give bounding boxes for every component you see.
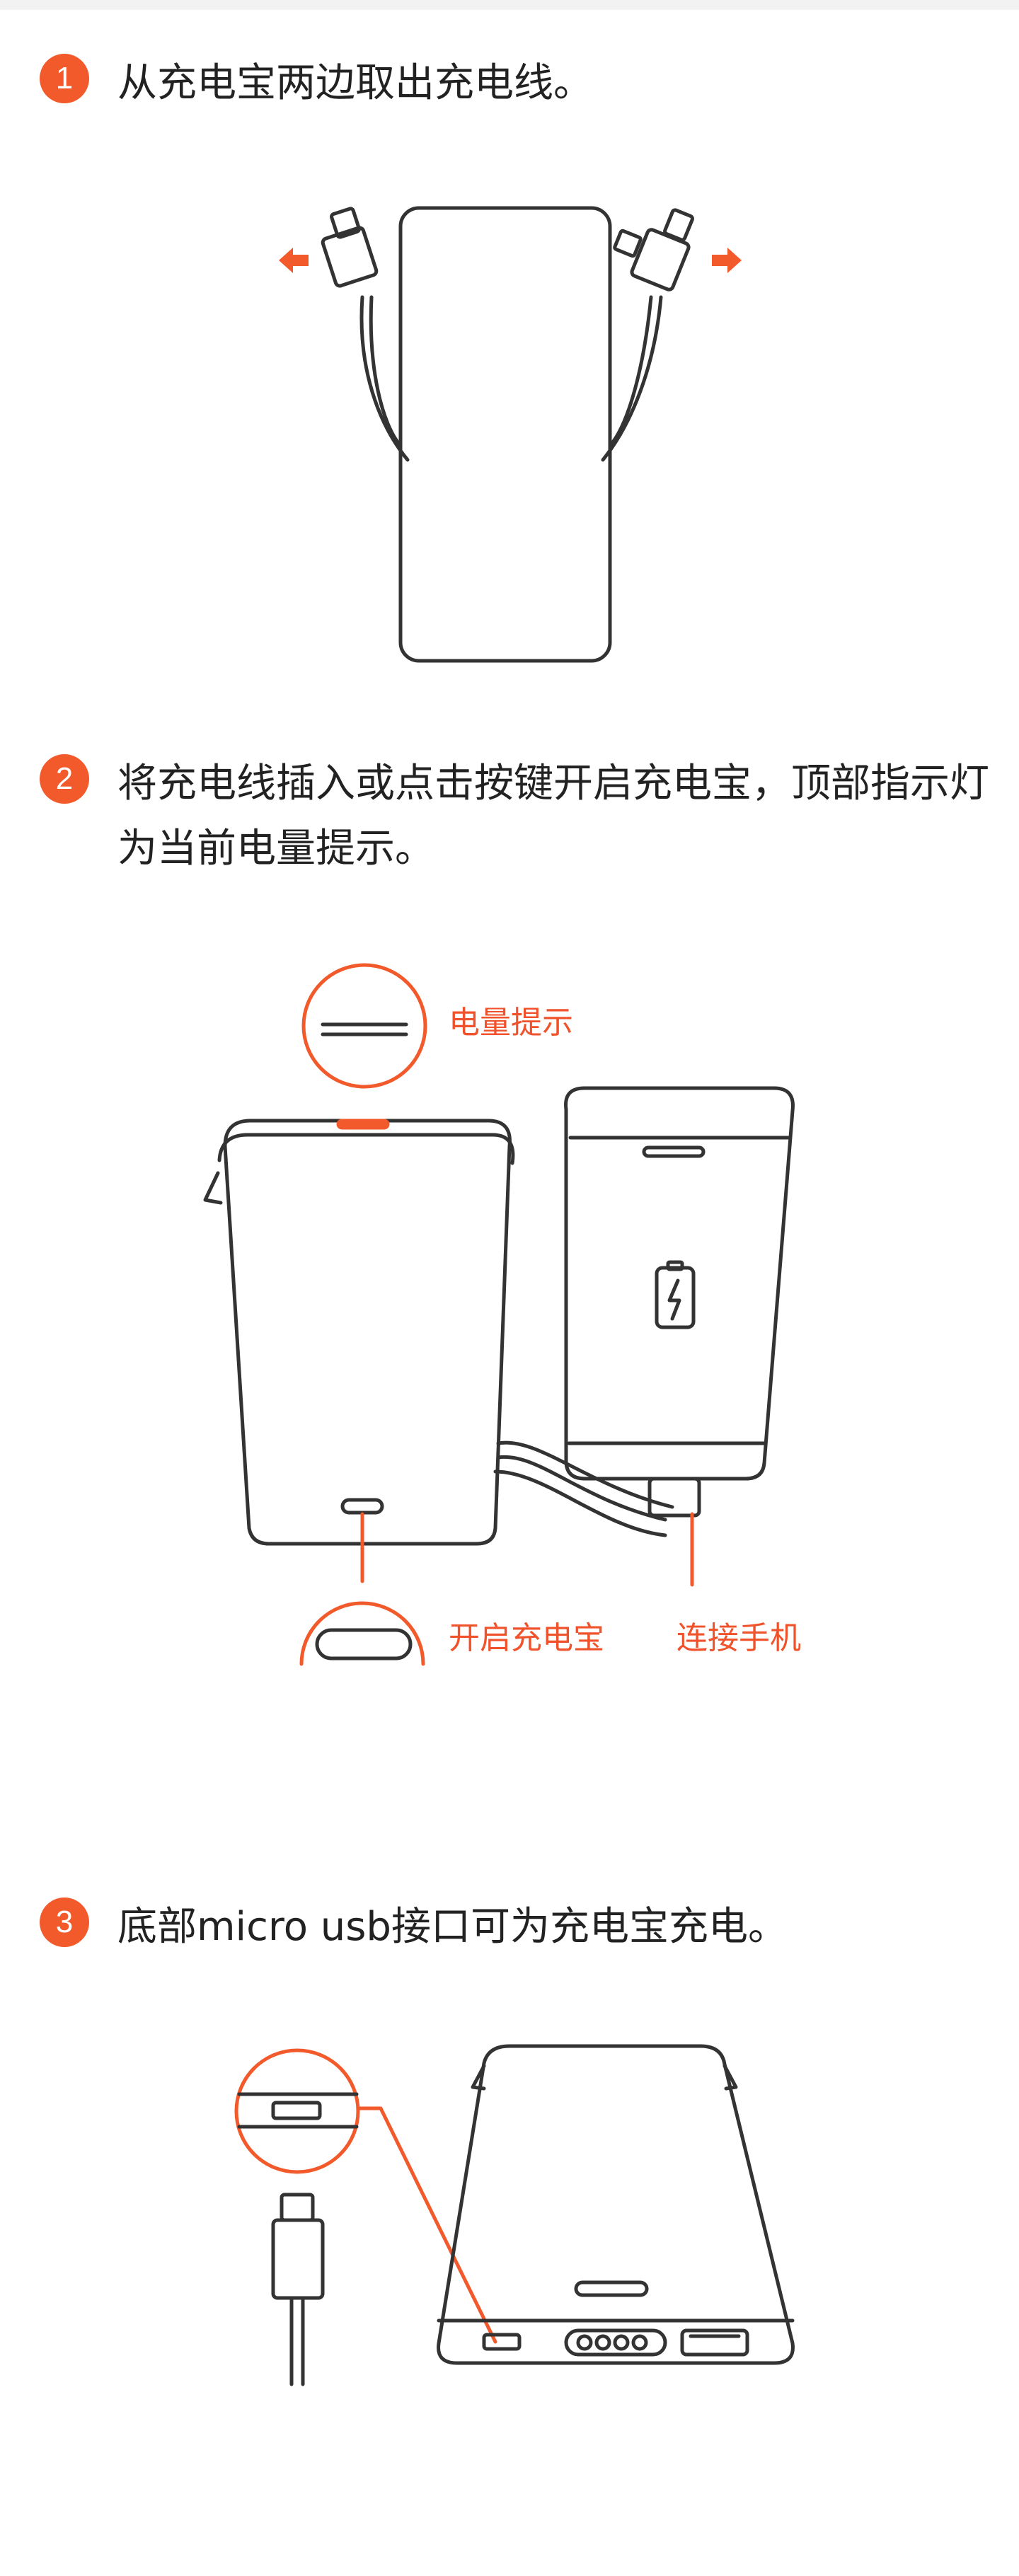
power-bank-body <box>398 206 612 663</box>
pogo-pins <box>564 2328 667 2357</box>
power-button-zoomed <box>315 1628 413 1660</box>
step-2: 2 将充电线插入或点击按键开启充电宝，顶部指示灯为当前电量提示。 <box>40 751 995 882</box>
step-number-badge: 3 <box>40 1898 89 1947</box>
right-arrow-icon <box>712 248 742 273</box>
indicator-light <box>336 1119 390 1130</box>
micro-usb-port-zoomed <box>271 2101 322 2120</box>
phone-earpiece <box>642 1145 706 1158</box>
battery-charging-icon <box>655 1266 696 1329</box>
power-bank-body <box>437 2044 795 2365</box>
micro-usb-illustration <box>234 2044 795 2386</box>
phone-body <box>564 1086 795 1481</box>
top-divider <box>0 0 1019 10</box>
power-button <box>574 2280 649 2297</box>
power-button-zoom-circle <box>299 1601 425 1666</box>
step-3: 3 底部micro usb接口可为充电宝充电。 <box>40 1895 995 1960</box>
pull-out-cables-illustration <box>279 206 742 663</box>
micro-usb-port <box>482 2333 522 2351</box>
step-instruction: 从充电宝两边取出充电线。 <box>117 60 593 106</box>
micro-usb-plug <box>280 2193 315 2222</box>
right-cable <box>608 295 653 448</box>
battery-indicator-callout: 电量提示 <box>449 1005 573 1041</box>
turn-on-illustration: 电量提示 开启充电宝 连接手机 <box>203 963 801 1666</box>
step-number-badge: 1 <box>40 54 89 103</box>
power-bank-body <box>223 1119 512 1546</box>
pull-arrows <box>279 248 742 273</box>
step-number-badge: 2 <box>40 754 89 804</box>
connect-phone-callout: 连接手机 <box>677 1620 801 1656</box>
indicator-zoom-circle <box>301 963 427 1089</box>
step-instruction: 底部micro usb接口可为充电宝充电。 <box>117 1904 788 1950</box>
charging-cable <box>496 1440 674 1509</box>
left-arrow-icon <box>279 248 309 273</box>
phone-connector <box>647 1477 701 1518</box>
micro-usb-zoom-circle <box>234 2048 360 2174</box>
usb-a-port <box>680 2328 749 2357</box>
step-1: 1 从充电宝两边取出充电线。 <box>40 51 995 116</box>
left-connector <box>321 226 379 288</box>
step-instruction: 将充电线插入或点击按键开启充电宝，顶部指示灯为当前电量提示。 <box>117 761 989 872</box>
power-button <box>340 1498 384 1515</box>
power-on-callout: 开启充电宝 <box>449 1620 604 1656</box>
left-cable <box>369 295 403 448</box>
